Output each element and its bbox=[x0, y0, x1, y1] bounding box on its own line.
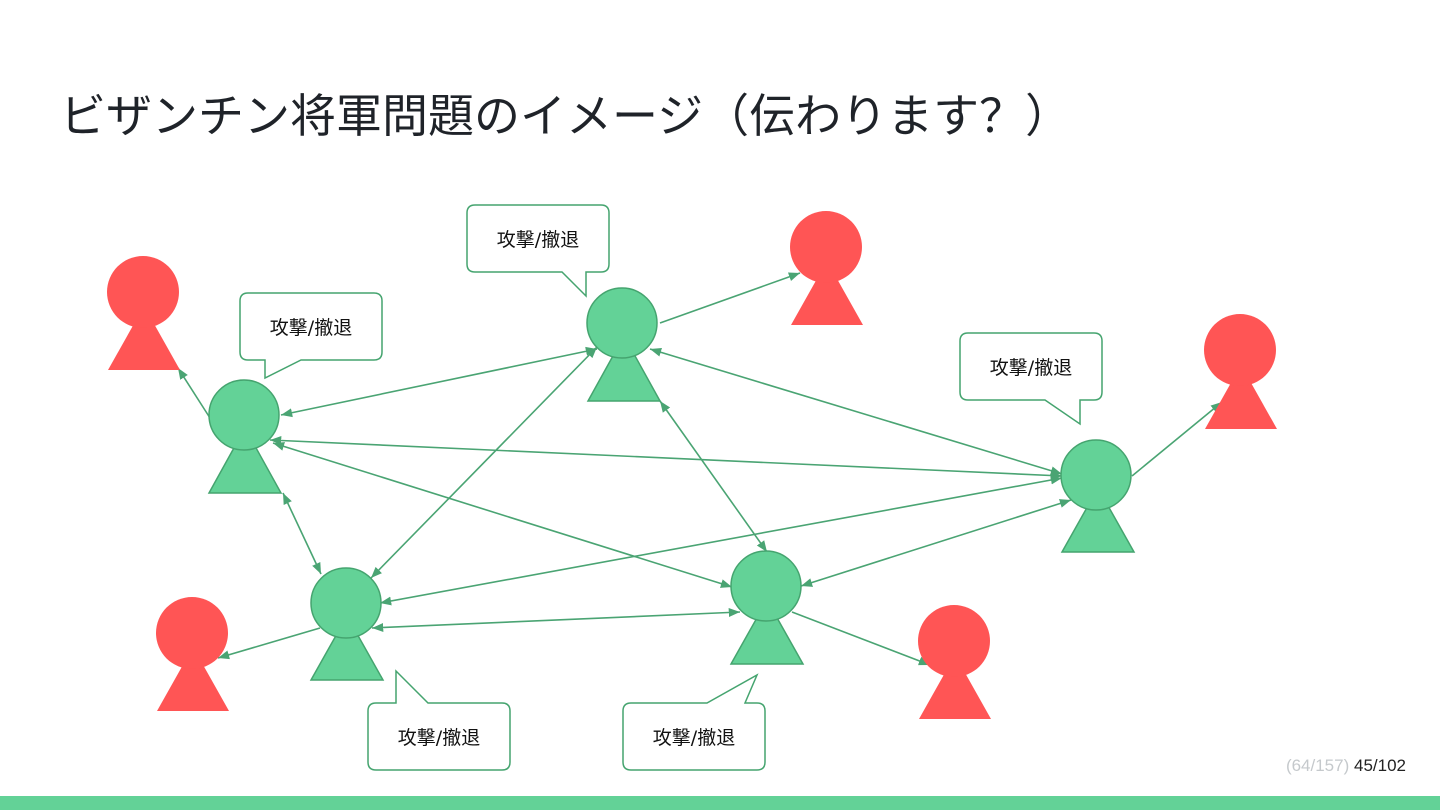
speech-bubbles: 攻撃/撤退 攻撃/撤退 攻撃/撤退 攻撃/撤退 攻撃/撤退 bbox=[239, 204, 1103, 771]
bubble-label: 攻撃/撤退 bbox=[653, 727, 735, 749]
soldiers bbox=[107, 211, 1277, 719]
page-counter-total: (64/157) bbox=[1285, 756, 1350, 775]
soldier-2-icon bbox=[790, 211, 863, 325]
footer-accent-bar bbox=[0, 796, 1440, 810]
bubble-label: 攻撃/撤退 bbox=[398, 727, 480, 749]
edge-g3-s3 bbox=[1131, 401, 1223, 477]
edge-g5-s5 bbox=[791, 611, 931, 666]
page-counter: (64/157) 45/102 bbox=[1286, 756, 1406, 776]
edge-g2-g5 bbox=[659, 400, 768, 553]
bubble-general-2: 攻撃/撤退 bbox=[466, 204, 610, 298]
soldier-5-icon bbox=[918, 605, 991, 719]
edge-g2-s2 bbox=[659, 272, 801, 324]
edge-g2-g4 bbox=[370, 346, 598, 579]
bubble-label: 攻撃/撤退 bbox=[497, 229, 579, 251]
soldier-3-icon bbox=[1204, 314, 1277, 429]
bubble-general-1: 攻撃/撤退 bbox=[239, 292, 383, 380]
general-1-icon bbox=[207, 379, 283, 494]
edge-g3-g4 bbox=[379, 475, 1063, 606]
general-4-icon bbox=[309, 567, 385, 681]
general-3-icon bbox=[1060, 439, 1136, 553]
bubble-general-3: 攻撃/撤退 bbox=[959, 332, 1103, 426]
general-2-icon bbox=[586, 287, 662, 402]
edge-g1-s1 bbox=[177, 367, 211, 419]
edge-g4-s4 bbox=[217, 627, 321, 660]
edge-g1-g4 bbox=[282, 492, 322, 575]
page-counter-current: 45/102 bbox=[1354, 756, 1406, 775]
slide-title: ビザンチン将軍問題のイメージ（伝わります？） bbox=[60, 89, 1072, 143]
bubble-label: 攻撃/撤退 bbox=[990, 357, 1072, 379]
bubble-general-5: 攻撃/撤退 bbox=[622, 673, 766, 771]
soldier-4-icon bbox=[156, 597, 229, 711]
command-edges bbox=[177, 272, 1223, 666]
edge-g2-g3 bbox=[649, 347, 1063, 476]
edge-g4-g5 bbox=[371, 608, 741, 632]
bubble-label: 攻撃/撤退 bbox=[270, 317, 352, 339]
bubble-general-4: 攻撃/撤退 bbox=[367, 669, 511, 771]
edge-g1-g5 bbox=[272, 442, 733, 588]
generals bbox=[207, 287, 1136, 681]
edge-g3-g5 bbox=[800, 499, 1072, 587]
edge-g1-g3 bbox=[269, 436, 1063, 480]
edges bbox=[269, 346, 1072, 632]
soldier-1-icon bbox=[107, 256, 180, 370]
general-5-icon bbox=[729, 550, 805, 665]
